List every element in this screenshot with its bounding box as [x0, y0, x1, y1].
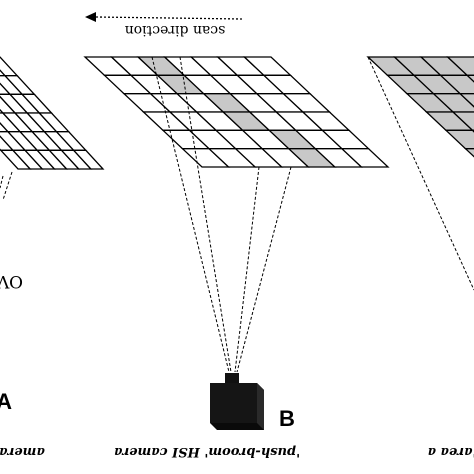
panel-c-grid-cell	[451, 111, 474, 131]
panel-b-grid	[83, 56, 390, 168]
hsi-camera-icon	[210, 373, 264, 430]
panel-a-grid	[0, 56, 105, 170]
scan-direction-label: scan direction	[125, 22, 226, 38]
panel-c-grid-cell	[431, 93, 474, 113]
panel-c-grid	[366, 56, 474, 158]
panel-c-grid-cell	[444, 129, 474, 150]
panel-c-grid-cell	[458, 93, 474, 108]
panel-c-view-lines	[367, 56, 474, 291]
panel-b-caption: 'push-broom' HSI camera	[114, 444, 300, 459]
panel-a-letter: A	[0, 389, 12, 414]
panel-a-grid-cell	[0, 56, 19, 77]
panel-a-caption: amera	[0, 444, 45, 459]
panel-a-fov-label: OV	[0, 271, 23, 291]
panel-a-fov-lines	[0, 171, 13, 201]
scan-direction-arrow	[85, 12, 243, 22]
panel-c-grid-cell	[463, 148, 474, 158]
panel-b-view-lines	[151, 56, 292, 373]
panel-c-grid-cell	[465, 74, 474, 83]
panel-a-grid-cell	[72, 149, 105, 170]
panel-b-grid-cell	[340, 148, 390, 168]
panel-c-grid-cell	[439, 74, 474, 95]
panel-c-grid-cell	[446, 56, 474, 76]
panel-c-caption: 'area a	[428, 444, 474, 459]
panel-b-letter: B	[279, 406, 295, 431]
